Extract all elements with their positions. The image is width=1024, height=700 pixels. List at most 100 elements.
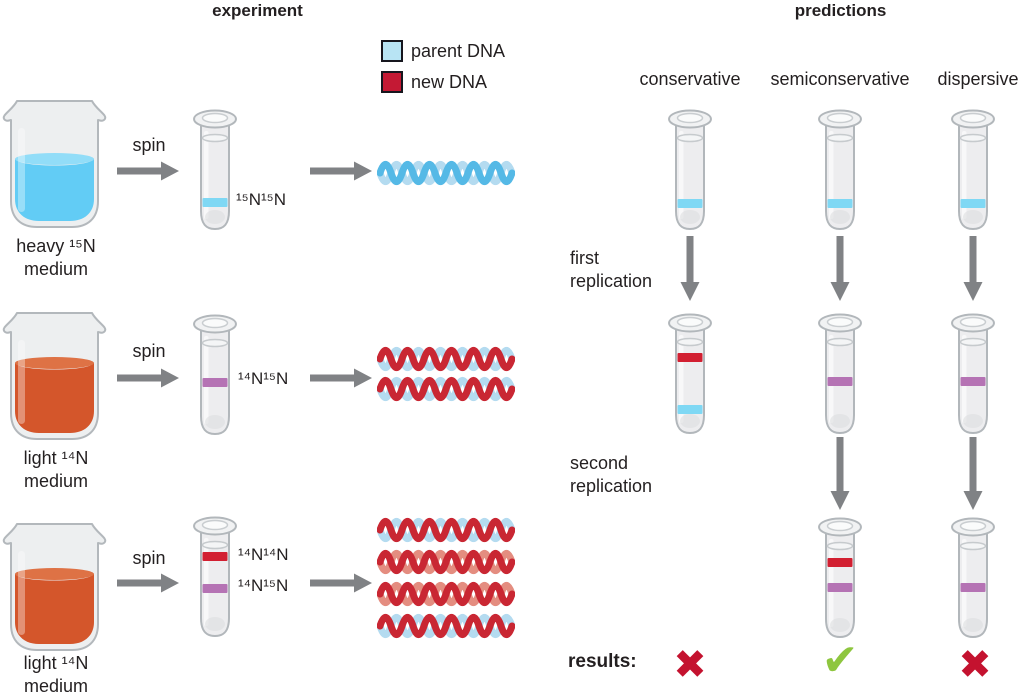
medium-label-row1-line2: medium [23, 259, 89, 279]
helix-strand-new [377, 613, 515, 639]
tube-rim-inner [959, 316, 987, 328]
band-label-14n15n: ¹⁴N¹⁵N [238, 576, 289, 595]
tube-bottom-shade [680, 414, 700, 428]
dna-helix-new [377, 581, 515, 607]
test-tube-conservative-start [668, 109, 712, 231]
tube-bottom-shade [830, 210, 850, 224]
test-tube-dispersive-first [951, 313, 995, 435]
dna-helix-hybrid [377, 376, 515, 402]
beaker-liquid [15, 362, 94, 433]
spin-label-row3: spin [132, 548, 166, 568]
dna-helix-hybrid [377, 517, 515, 543]
predictions-title: predictions [794, 1, 887, 20]
density-band-new [827, 558, 853, 567]
second-replication-line1: second [570, 453, 629, 473]
test-tube-exp-row3 [193, 516, 237, 638]
tube-meniscus [959, 337, 987, 347]
density-band-14n14n [202, 552, 228, 561]
test-tube-semiconservative-first [818, 313, 862, 435]
density-band-hybrid [960, 583, 986, 592]
helix-strand-new-dark [377, 581, 515, 607]
density-band-15n15n [202, 198, 228, 207]
tube-bottom-shade [205, 210, 225, 224]
first-replication-arrow-dispersive [963, 236, 983, 301]
dna-helix-parent [377, 160, 515, 186]
medium-label-row2-line2: medium [23, 471, 89, 491]
tube-bottom-shade [830, 414, 850, 428]
tube-meniscus [959, 541, 987, 551]
tube-rim-inner [201, 519, 229, 531]
spin-arrow-row1 [117, 161, 179, 181]
first-replication-arrow-conservative [680, 236, 700, 301]
test-tube-semiconservative-start [818, 109, 862, 231]
medium-label-row3-line2: medium [23, 676, 89, 696]
tube-rim-inner [826, 520, 854, 532]
experiment-title: experiment [212, 1, 303, 20]
tube-highlight [962, 131, 967, 219]
beaker-liquid [15, 158, 94, 221]
legend-new-dna-label: new DNA [411, 72, 488, 92]
density-band-parent [960, 199, 986, 208]
helix-strand-new [377, 376, 515, 402]
test-tube-semiconservative-second [818, 517, 862, 639]
beaker-highlight [18, 340, 25, 424]
band-label-14n14n: ¹⁴N¹⁴N [238, 545, 289, 564]
first-replication-label: first replication [570, 247, 652, 293]
tube-rim-inner [959, 520, 987, 532]
beaker-highlight [18, 551, 25, 635]
helix-strand-new [377, 346, 515, 372]
spin-arrow-row2 [117, 368, 179, 388]
second-replication-line2: replication [570, 476, 653, 496]
second-replication-label: second replication [570, 452, 652, 498]
tube-rim-inner [201, 317, 229, 329]
second-replication-arrow-semiconservative [830, 437, 850, 510]
tube-bottom-shade [963, 414, 983, 428]
legend-parent-dna-color [381, 40, 403, 62]
result-mark-dispersive: ✖ [958, 643, 992, 687]
column-header-semiconservative: semiconservative [770, 69, 910, 89]
band-label-14n15n: ¹⁴N¹⁵N [238, 369, 289, 388]
tube-rim-inner [826, 112, 854, 124]
helix-strand-dark [377, 160, 515, 186]
first-replication-line1: first [570, 248, 599, 268]
tube-meniscus [959, 133, 987, 143]
tube-meniscus [676, 133, 704, 143]
result-arrow-row3 [310, 573, 372, 593]
density-band-hybrid [960, 377, 986, 386]
beaker-light-14n-row2 [2, 312, 107, 440]
dna-helix-hybrid [377, 346, 515, 372]
tube-rim-inner [676, 112, 704, 124]
tube-meniscus [201, 133, 229, 143]
medium-label-row2: light ¹⁴N medium [0, 447, 112, 493]
result-mark-conservative: ✖ [673, 643, 707, 687]
legend-parent-dna-label: parent DNA [411, 41, 506, 61]
density-band-hybrid [827, 377, 853, 386]
legend-new-dna-swatch-icon [381, 71, 403, 93]
density-band-new [677, 353, 703, 362]
helix-strand-new [377, 517, 515, 543]
tube-bottom-shade [963, 618, 983, 632]
density-band-hybrid [827, 583, 853, 592]
density-band-parent [827, 199, 853, 208]
tube-rim-inner [826, 316, 854, 328]
test-tube-exp-row2 [193, 314, 237, 436]
beaker-liquid-surface [15, 357, 94, 369]
beaker-liquid [15, 573, 94, 644]
spin-label-row1: spin [132, 135, 166, 155]
column-header-dispersive: dispersive [937, 69, 1019, 89]
helix-strand-new-dark [377, 549, 515, 575]
tube-bottom-shade [963, 210, 983, 224]
tube-bottom-shade [205, 617, 225, 631]
tube-bottom-shade [680, 210, 700, 224]
first-replication-line2: replication [570, 271, 653, 291]
density-band-14n15n [202, 584, 228, 593]
tube-highlight [829, 131, 834, 219]
beaker-liquid-surface [15, 568, 94, 580]
tube-meniscus [201, 338, 229, 348]
band-label-15n15n: ¹⁵N¹⁵N [236, 190, 286, 209]
medium-label-row3: light ¹⁴N medium [0, 652, 112, 698]
beaker-highlight [18, 128, 25, 212]
legend-parent-dna-swatch-icon [381, 40, 403, 62]
results-label: results: [568, 651, 637, 672]
